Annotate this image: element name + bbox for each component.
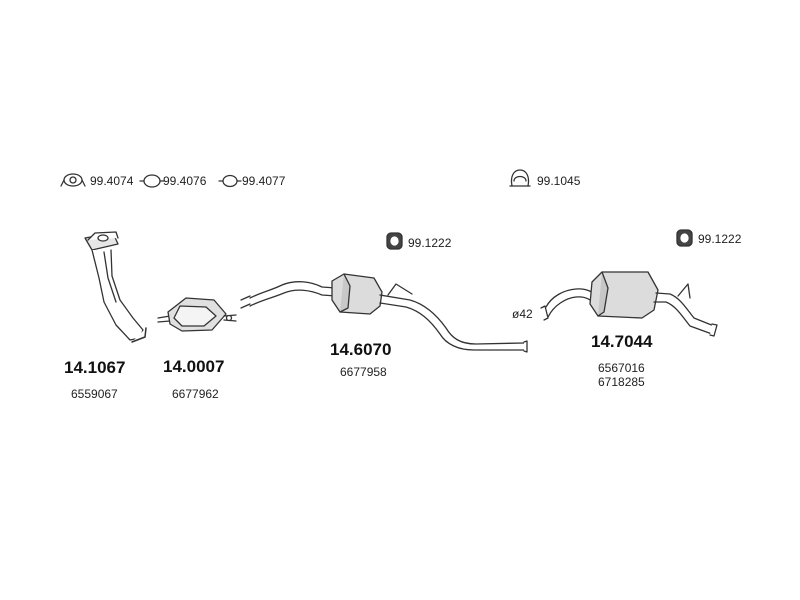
part-number-front-pipe: 14.1067 bbox=[64, 358, 126, 377]
clamp-label: 99.1045 bbox=[537, 174, 581, 188]
gasket-label-1: 99.4074 bbox=[90, 174, 134, 188]
oem-number-rear-silencer-2: 6718285 bbox=[598, 375, 645, 389]
rubber-hanger-icon-rear bbox=[676, 229, 693, 247]
rear-silencer-drawing bbox=[540, 271, 718, 337]
oem-number-middle-silencer: 6677958 bbox=[340, 365, 387, 379]
clamp-icon bbox=[509, 169, 531, 187]
gasket-label-3: 99.4077 bbox=[242, 174, 286, 188]
part-number-rear-silencer: 14.7044 bbox=[591, 332, 653, 351]
gasket-icon-3 bbox=[218, 174, 242, 188]
part-number-middle-silencer: 14.6070 bbox=[330, 340, 392, 359]
front-pipe-drawing bbox=[84, 231, 147, 343]
part-number-catalyst: 14.0007 bbox=[163, 357, 225, 376]
rubber-hanger-icon-mid bbox=[386, 232, 403, 250]
diameter-label: ø42 bbox=[512, 307, 533, 321]
middle-silencer-drawing bbox=[240, 273, 528, 353]
gasket-icon-1 bbox=[60, 173, 86, 187]
oem-number-front-pipe: 6559067 bbox=[71, 387, 118, 401]
catalyst-drawing bbox=[157, 297, 237, 332]
oem-number-catalyst: 6677962 bbox=[172, 387, 219, 401]
oem-number-rear-silencer-1: 6567016 bbox=[598, 361, 645, 375]
gasket-icon-2 bbox=[139, 174, 165, 188]
hanger-label-rear: 99.1222 bbox=[698, 232, 742, 246]
gasket-label-2: 99.4076 bbox=[163, 174, 207, 188]
hanger-label-mid: 99.1222 bbox=[408, 236, 452, 250]
